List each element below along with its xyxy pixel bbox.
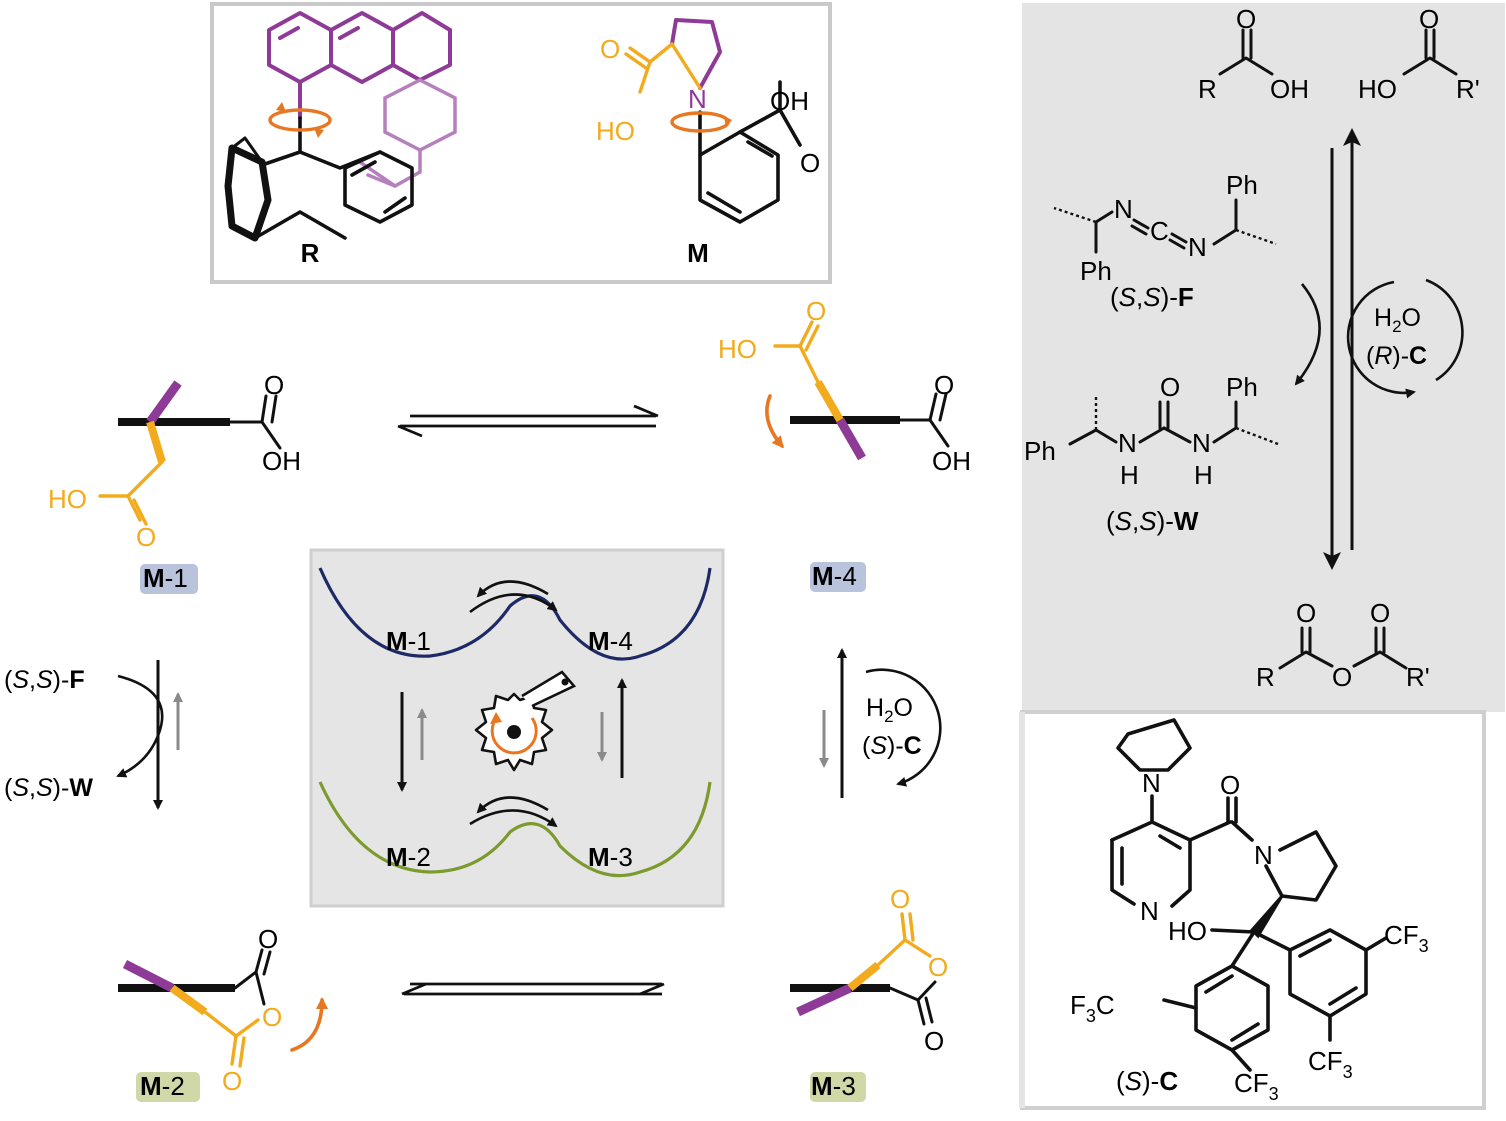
acid1-R: R: [1198, 74, 1217, 104]
panel-catR-label: (R)-C: [1366, 342, 1427, 370]
F-C: C: [1150, 216, 1169, 246]
M-HO-label: HO: [596, 116, 635, 146]
left-F-label: (S,S)-F: [4, 666, 85, 694]
cat-N-amide: N: [1254, 840, 1273, 870]
cat-N-pyridine: N: [1140, 896, 1159, 926]
M2-O-bottom: O: [222, 1066, 242, 1096]
panel-W-label: (S,S)-W: [1106, 506, 1199, 536]
W-N1: N: [1118, 428, 1137, 458]
right-water-label: H2O: [866, 694, 913, 726]
W-Ph-right: Ph: [1226, 372, 1258, 402]
fuel-cycle-left: (S,S)-F (S,S)-W: [4, 660, 183, 810]
acid2-O: O: [1419, 4, 1439, 34]
catalyst-panel: [1020, 710, 1486, 1110]
M-O2-label: O: [800, 148, 820, 178]
anh-R2: R': [1406, 662, 1430, 692]
energy-M4-label: M-4: [588, 626, 633, 656]
M2-O-ring: O: [262, 1002, 282, 1032]
hydrolysis-cycle-right: H2O (S)-C: [819, 648, 942, 798]
cat-HO: HO: [1168, 916, 1207, 946]
M1-O-top: O: [264, 370, 284, 400]
anh-O1: O: [1296, 598, 1316, 628]
M4-label: M-4: [812, 561, 857, 591]
anhydride-panel-chemistry: O R OH O HO R' N C N Ph Ph (S,S)-F: [1024, 4, 1480, 692]
M1-label: M-1: [143, 563, 188, 593]
W-Ph-left: Ph: [1024, 436, 1056, 466]
M3-O-ring: O: [928, 952, 948, 982]
energy-M3-label: M-3: [588, 842, 633, 872]
M3-O-top: O: [890, 884, 910, 914]
F-N2: N: [1188, 232, 1207, 262]
state-M4: HO O O OH M-4: [718, 296, 971, 592]
right-grey-panel: [1022, 3, 1505, 712]
state-M2: O O O M-2: [118, 924, 328, 1102]
anh-O-bridge: O: [1332, 662, 1352, 692]
W-H1: H: [1120, 460, 1139, 490]
F-Ph-top: Ph: [1226, 170, 1258, 200]
acid1-OH: OH: [1270, 74, 1309, 104]
equilibrium-M1-M4: [397, 404, 659, 438]
state-M1: HO O O OH M-1: [48, 370, 301, 594]
M4-O: O: [806, 296, 826, 326]
energy-M1-label: M-1: [386, 626, 431, 656]
acid2-R: R': [1456, 74, 1480, 104]
M3-label: M-3: [811, 1071, 856, 1101]
energy-landscape: M-1 M-4 M-2 M-3: [318, 567, 712, 878]
M3-O-bottom: O: [924, 1026, 944, 1056]
M1-OH: OH: [262, 446, 301, 476]
M-OH-label: OH: [770, 86, 809, 116]
rotor-R-structure: R: [224, 11, 457, 268]
W-H2: H: [1194, 460, 1213, 490]
structure-M-label: M: [687, 238, 709, 268]
cat-N-top: N: [1142, 768, 1161, 798]
M1-HO: HO: [48, 484, 87, 514]
M4-OH: OH: [932, 446, 971, 476]
top-structure-panel: [210, 2, 832, 284]
left-W-label: (S,S)-W: [4, 774, 93, 802]
panel-F-label: (S,S)-F: [1110, 282, 1194, 312]
ratchet-icon: [474, 670, 577, 772]
acid1-O: O: [1236, 4, 1256, 34]
anh-R: R: [1256, 662, 1275, 692]
M2-label: M-2: [140, 1071, 185, 1101]
structure-R-label: R: [301, 238, 320, 268]
W-O: O: [1160, 372, 1180, 402]
M2-O-top: O: [258, 924, 278, 954]
anh-O2: O: [1370, 598, 1390, 628]
state-M3: O O O M-3: [790, 884, 948, 1102]
energy-M2-label: M-2: [386, 842, 431, 872]
catalyst-label: (S)-C: [1116, 1066, 1178, 1096]
W-N2: N: [1192, 428, 1211, 458]
cat-O: O: [1220, 770, 1240, 800]
M-N-label: N: [688, 84, 707, 114]
M4-HO: HO: [718, 334, 757, 364]
F-N1: N: [1114, 194, 1133, 224]
right-catS-label: (S)-C: [862, 732, 922, 760]
equilibrium-M2-M3: [401, 982, 665, 996]
M-O-label: O: [600, 34, 620, 64]
F-Ph-bottom: Ph: [1080, 256, 1112, 286]
acid2-HO: HO: [1358, 74, 1397, 104]
motor-M-structure: HO O N OH O M: [596, 18, 820, 268]
M4-O-top: O: [934, 370, 954, 400]
M1-O: O: [136, 522, 156, 552]
